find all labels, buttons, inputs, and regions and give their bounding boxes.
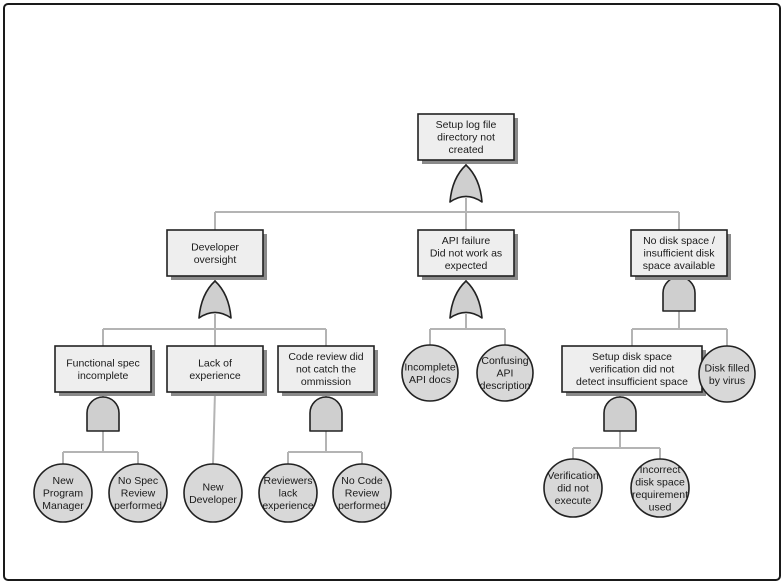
node-label-line: lack [279, 488, 298, 500]
connector-lines [62, 160, 728, 465]
node-label-line: Developer [191, 241, 239, 253]
node-label-line: Incorrect [640, 464, 681, 476]
node-label-line: requirement [632, 489, 688, 501]
node-label-line: Review [121, 488, 156, 500]
connector-line [212, 391, 216, 465]
node-label-line: Program [43, 488, 84, 500]
basic-event-circle [543, 458, 603, 518]
basic-event-circle [183, 463, 243, 523]
node-label-line: Incomplete [404, 361, 456, 373]
node-label-line: verification did not [590, 364, 675, 376]
node-label-line: Reviewers [263, 475, 312, 487]
node-label-line: Review [345, 488, 380, 500]
node-label-line: not catch the [296, 364, 356, 376]
and-gate [662, 276, 696, 312]
event-box [561, 345, 703, 393]
and-gate [603, 396, 637, 432]
node-label-line: API failure [442, 235, 491, 247]
basic-event-circle [630, 458, 690, 518]
node-label-line: experience [189, 370, 241, 382]
basic-event-circle [476, 344, 534, 402]
basic-event-circle [698, 345, 756, 403]
or-gate [198, 280, 232, 319]
node-label-line: experience [262, 500, 314, 512]
basic-event-circle [258, 463, 318, 523]
node-label-line: expected [445, 260, 488, 272]
node-label-line: No Code [341, 475, 383, 487]
node-label-line: No disk space / [643, 235, 715, 247]
event-box [277, 345, 375, 393]
node-label-line: created [448, 144, 483, 156]
node-label-line: API [497, 368, 514, 380]
node-label-line: insufficient disk [643, 248, 715, 260]
node-label-line: No Spec [118, 475, 158, 487]
event-box [166, 345, 264, 393]
basic-event-circle [108, 463, 168, 523]
and-gate [86, 396, 120, 432]
node-label-line: Did not work as [430, 248, 502, 260]
event-box [630, 229, 728, 277]
node-label-line: performed [338, 500, 386, 512]
node-label-line: Lack of [198, 357, 232, 369]
node-label-line: New [52, 475, 73, 487]
node-label-line: Setup disk space [592, 351, 672, 363]
basic-event-circle [401, 344, 459, 402]
node-label-line: space available [643, 260, 716, 272]
node-label-line: ommission [301, 376, 351, 388]
event-box [417, 229, 515, 277]
node-label-line: description [480, 380, 531, 392]
node-label-line: by virus [709, 375, 745, 387]
node-label-line: Confusing [481, 355, 528, 367]
node-label-line: performed [114, 500, 162, 512]
node-label-line: Developer [189, 494, 237, 506]
node-label-line: did not [557, 483, 589, 495]
or-gate [449, 280, 483, 319]
basic-event-circle [33, 463, 93, 523]
node-label-line: Disk filled [705, 362, 750, 374]
node-label-line: API docs [409, 374, 451, 386]
node-label-line: disk space [635, 476, 685, 488]
node-label-line: New [202, 481, 223, 493]
event-box [54, 345, 152, 393]
node-label-line: Setup log file [436, 119, 497, 131]
node-label-line: Manager [42, 500, 84, 512]
node-label-line: incomplete [78, 370, 129, 382]
node-label-line: directory not [437, 132, 495, 144]
or-gate [449, 164, 483, 203]
node-label-line: used [649, 501, 672, 513]
and-gate [309, 396, 343, 432]
basic-event-circle [332, 463, 392, 523]
node-label-line: execute [555, 495, 592, 507]
event-box [166, 229, 264, 277]
node-label-line: Verification [547, 470, 599, 482]
node-label-line: detect insufficient space [576, 376, 688, 388]
node-label-line: oversight [194, 254, 237, 266]
node-label-line: Code review did [288, 351, 363, 363]
node-label-line: Functional spec [66, 357, 140, 369]
event-box [417, 113, 515, 161]
